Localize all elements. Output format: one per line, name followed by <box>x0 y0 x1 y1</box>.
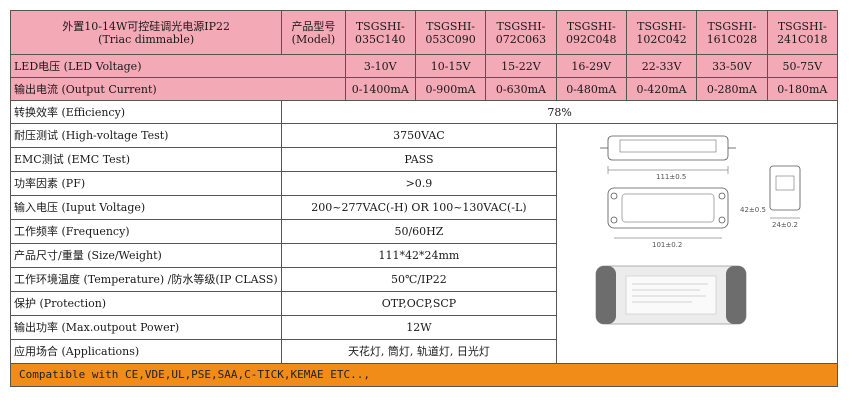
spec-value: 50℃/IP22 <box>281 267 557 292</box>
spec-label: 工作频率 (Frequency) <box>9 219 283 244</box>
top-view-drawing <box>599 135 736 174</box>
spec-row: 保护 (Protection) OTP,OCP,SCP <box>9 291 838 316</box>
spec-row: 功率因素 (PF) >0.9 <box>9 171 838 196</box>
model-cell: TSGSHI-092C048 <box>555 10 627 55</box>
model-prefix: TSGSHI- <box>355 19 405 33</box>
dim-length: 111±0.5 <box>656 173 686 181</box>
model-code: 072C063 <box>495 32 547 46</box>
spec-value: 12W <box>281 315 557 340</box>
model-code: 053C090 <box>425 32 476 46</box>
spec-label: 工作环境温度 (Temperature) /防水等级(IP CLASS) <box>9 267 283 292</box>
voltage-value: 16-29V <box>555 54 627 78</box>
current-label: 输出电流 (Output Current) <box>10 77 346 101</box>
current-value: 0-1400mA <box>344 77 416 101</box>
spec-value: >0.9 <box>281 171 557 196</box>
spec-label: 功率因素 (PF) <box>9 171 283 196</box>
spec-value: 50/60HZ <box>281 219 557 244</box>
current-value: 0-420mA <box>625 77 698 101</box>
spec-value: 200~277VAC(-H) OR 100~130VAC(-L) <box>281 195 557 220</box>
efficiency-label: 转换效率 (Efficiency) <box>9 100 283 124</box>
spec-row: 输入电压 (Iuput Voltage) 200~277VAC(-H) OR 1… <box>9 195 838 220</box>
model-code: 241C018 <box>777 32 828 46</box>
dim-height: 24±0.2 <box>772 221 798 229</box>
spec-row: 工作环境温度 (Temperature) /防水等级(IP CLASS) 50℃… <box>9 267 838 292</box>
model-cell: TSGSHI-241C018 <box>766 10 839 55</box>
current-value: 0-180mA <box>766 77 839 101</box>
spec-label: 应用场合 (Applications) <box>9 339 283 364</box>
spec-row: 输出功率 (Max.outpout Power) 12W <box>9 315 838 340</box>
voltage-value: 15-22V <box>485 54 557 78</box>
compatibility-footer: Compatible with CE,VDE,UL,PSE,SAA,C-TICK… <box>10 363 838 387</box>
side-view-drawing <box>769 165 800 219</box>
model-cell: TSGSHI-161C028 <box>696 10 768 55</box>
model-code: 035C140 <box>355 32 406 46</box>
product-title-cell: 外置10-14W可控硅调光电源IP22 (Triac dimmable) <box>9 10 283 55</box>
spec-row: EMC测试 (EMC Test) PASS <box>9 147 838 172</box>
spec-label: 输入电压 (Iuput Voltage) <box>9 195 283 220</box>
current-value: 0-630mA <box>485 77 557 101</box>
spec-row: 应用场合 (Applications) 天花灯, 筒灯, 轨道灯, 日光灯 <box>9 339 838 364</box>
model-label-cell: 产品型号 (Model) <box>281 10 346 55</box>
current-value: 0-480mA <box>555 77 627 101</box>
spec-sheet: 外置10-14W可控硅调光电源IP22 (Triac dimmable) 产品型… <box>9 10 839 387</box>
product-drawing-cell: 111±0.5 101±0.2 42±0.5 24±0.2 <box>555 123 839 364</box>
model-prefix: TSGSHI- <box>637 19 686 33</box>
current-row: 输出电流 (Output Current) 0-1400mA 0-900mA 0… <box>10 77 839 101</box>
model-cell: TSGSHI-102C042 <box>625 10 698 55</box>
spec-value: 天花灯, 筒灯, 轨道灯, 日光灯 <box>281 339 557 364</box>
product-subtitle: (Triac dimmable) <box>98 32 195 46</box>
dim-hole: 101±0.2 <box>652 241 682 249</box>
product-title: 外置10-14W可控硅调光电源IP22 <box>62 19 231 33</box>
spec-value: OTP,OCP,SCP <box>281 291 557 316</box>
model-prefix: TSGSHI- <box>496 19 546 33</box>
model-prefix: TSGSHI- <box>777 19 827 33</box>
header-row: 外置10-14W可控硅调光电源IP22 (Triac dimmable) 产品型… <box>9 10 839 55</box>
model-code: 102C042 <box>636 32 687 46</box>
voltage-value: 33-50V <box>696 54 768 78</box>
current-value: 0-280mA <box>696 77 768 101</box>
model-prefix: TSGSHI- <box>707 19 757 33</box>
efficiency-row: 转换效率 (Efficiency) 78% <box>9 100 838 124</box>
spec-label: 输出功率 (Max.outpout Power) <box>9 315 283 340</box>
spec-value: PASS <box>281 147 557 172</box>
model-code: 092C048 <box>566 32 617 46</box>
front-view-drawing <box>607 187 728 239</box>
voltage-row: LED电压 (LED Voltage) 3-10V 10-15V 15-22V … <box>10 54 839 78</box>
model-cell: TSGSHI-035C140 <box>344 10 416 55</box>
spec-row: 耐压测试 (High-voltage Test) 3750VAC <box>9 123 839 364</box>
voltage-label: LED电压 (LED Voltage) <box>10 54 346 78</box>
product-photo <box>595 265 746 325</box>
model-label-en: (Model) <box>291 32 336 46</box>
current-value: 0-900mA <box>414 77 487 101</box>
model-cell: TSGSHI-053C090 <box>414 10 487 55</box>
voltage-value: 10-15V <box>414 54 487 78</box>
spec-label: 耐压测试 (High-voltage Test) <box>9 123 283 148</box>
spec-table: 外置10-14W可控硅调光电源IP22 (Triac dimmable) 产品型… <box>9 10 839 364</box>
spec-label: 保护 (Protection) <box>9 291 283 316</box>
model-code: 161C028 <box>706 32 758 46</box>
dim-width: 42±0.5 <box>740 206 766 214</box>
spec-label: EMC测试 (EMC Test) <box>9 147 283 172</box>
spec-row: 工作频率 (Frequency) 50/60HZ <box>9 219 838 244</box>
spec-value: 3750VAC <box>281 123 557 148</box>
model-prefix: TSGSHI- <box>566 19 616 33</box>
model-label-cn: 产品型号 <box>291 19 336 33</box>
model-prefix: TSGSHI- <box>426 19 476 33</box>
spec-value: 111*42*24mm <box>281 243 557 268</box>
voltage-value: 3-10V <box>344 54 416 78</box>
product-drawing: 111±0.5 101±0.2 42±0.5 24±0.2 <box>595 135 800 325</box>
spec-label: 产品尺寸/重量 (Size/Weight) <box>9 243 283 268</box>
efficiency-value: 78% <box>281 100 838 124</box>
voltage-value: 22-33V <box>625 54 698 78</box>
voltage-value: 50-75V <box>766 54 839 78</box>
model-cell: TSGSHI-072C063 <box>485 10 557 55</box>
